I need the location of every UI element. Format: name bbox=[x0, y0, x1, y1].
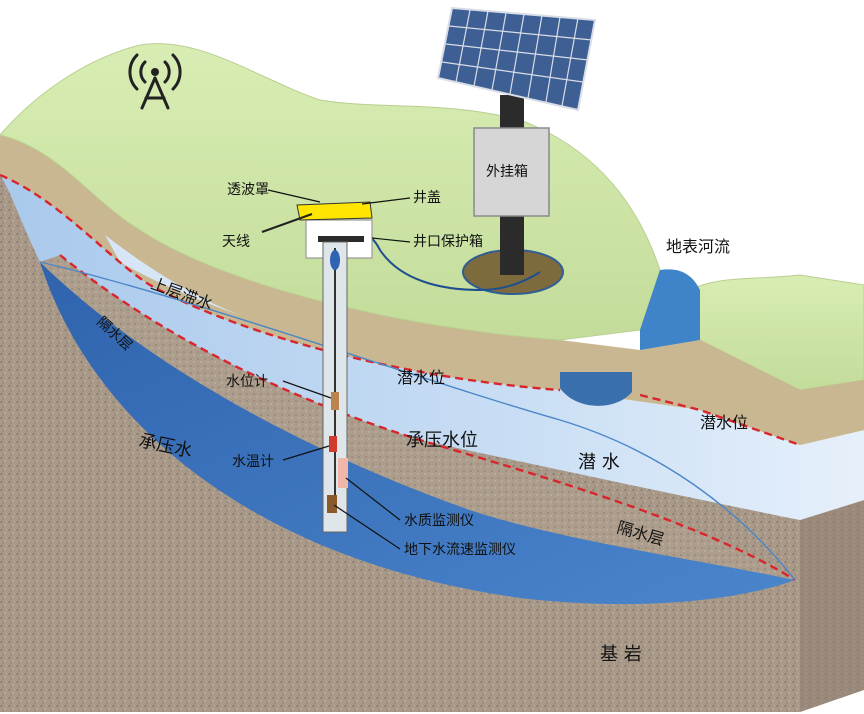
water-level-probe bbox=[330, 250, 340, 270]
radome-cover bbox=[296, 201, 373, 221]
water-quality-probe bbox=[338, 458, 348, 488]
label-radome: 透波罩 bbox=[227, 182, 269, 198]
solar-panel-icon bbox=[436, 6, 597, 112]
well-cap bbox=[318, 236, 364, 242]
phreatic-water-body bbox=[0, 175, 864, 520]
confined-head-line bbox=[39, 261, 796, 581]
water-temp-gauge bbox=[329, 436, 337, 452]
label-phreatic-water: 潜 水 bbox=[578, 452, 620, 473]
water-table-line-right bbox=[639, 393, 801, 447]
label-wellhead-box: 井口保护箱 bbox=[413, 234, 483, 250]
label-bedrock: 基 岩 bbox=[600, 644, 642, 665]
bedrock-right-face bbox=[800, 500, 864, 712]
antenna bbox=[261, 213, 313, 233]
right-bank-soil bbox=[640, 340, 864, 445]
right-bank-ground bbox=[689, 274, 864, 391]
label-surface-river: 地表河流 bbox=[666, 237, 730, 256]
label-water-quality: 水质监测仪 bbox=[404, 513, 474, 529]
river-bed-water bbox=[560, 372, 632, 406]
water-level-gauge bbox=[331, 392, 339, 410]
flow-velocity-probe bbox=[327, 495, 337, 513]
label-antenna: 天线 bbox=[222, 234, 250, 250]
water-table-line-left bbox=[0, 173, 561, 392]
confined-aquifer bbox=[40, 262, 795, 605]
leader-lines bbox=[267, 189, 411, 550]
external-box bbox=[473, 127, 550, 217]
label-water-table-right: 潜水位 bbox=[700, 413, 748, 432]
surface-river bbox=[640, 269, 700, 350]
signal-tower-icon bbox=[128, 53, 182, 110]
external-box-label: 外挂箱 bbox=[486, 164, 528, 180]
label-water-table-mid: 潜水位 bbox=[397, 368, 445, 387]
aquitard-top-line bbox=[59, 254, 796, 582]
label-confined-head: 承压水位 bbox=[406, 430, 478, 451]
label-water-temp-meter: 水温计 bbox=[232, 454, 274, 470]
label-well-cover: 井盖 bbox=[413, 190, 441, 206]
label-water-level-meter: 水位计 bbox=[226, 374, 268, 390]
label-flow-velocity: 地下水流速监测仪 bbox=[404, 542, 516, 558]
